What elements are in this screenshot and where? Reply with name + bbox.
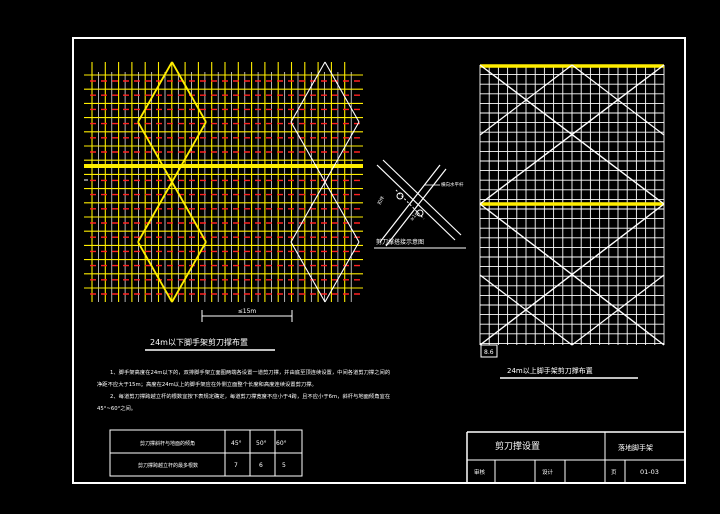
bracing-diagonal [171,121,207,183]
detail-title: 剪刀撑搭接示意图 [376,238,424,246]
bracing-diagonal [324,181,360,243]
clamp-1-icon [396,192,404,200]
table-row1-value-1: 45° [231,440,242,447]
right-plan-title: 24m以上脚手架剪刀撑布置 [507,366,593,375]
bracing-diagonal [171,241,207,303]
bracing-diagonal [479,64,665,205]
note-line-1: 1、脚手架高度在24m以下的，双排脚手架立面图两端各设置一道剪刀撑，并由底至顶连… [110,368,390,376]
title-block-title: 剪刀撑设置 [495,440,540,452]
bracing-diagonal [479,274,573,346]
note-line-4: 45°~60°之间。 [97,404,136,412]
table-row2-label: 剪刀撑跨越立杆的最多根数 [138,462,198,469]
sheet-border [72,37,686,484]
detail-label-clamp: 扣件 [376,194,387,206]
left-scaffold-elevation [84,61,363,303]
table-row2-value-2: 6 [259,462,263,469]
table-row2-value-1: 7 [234,462,238,469]
left-dimension-text: ≤15m [238,308,257,315]
right-corner-box [480,344,498,358]
bracing-diagonal [290,181,326,243]
table-row2-value-3: 5 [282,462,286,469]
note-line-3: 2、每道剪刀撑跨越立杆的根数宜按下表规定确定，每道剪刀撑宽度不应小于4跨，且不应… [110,392,390,400]
table-row1-label: 剪刀撑斜杆与地面的倾角 [140,440,195,447]
bracing-diagonal [137,241,173,303]
bracing-diagonal [324,121,360,183]
bracing-diagonal [324,241,360,303]
lap-detail-sketch: 横向水平杆 扣件 ≥1m [376,159,464,247]
angle-table: 剪刀撑斜杆与地面的倾角 45° 50° 60° 剪刀撑跨越立杆的最多根数 7 6… [109,429,303,477]
bracing-diagonal [137,121,173,183]
left-plan-title: 24m以下脚手架剪刀撑布置 [150,337,248,347]
bracing-diagonal [479,64,573,136]
notes: 1、脚手架高度在24m以下的，双排脚手架立面图两端各设置一道剪刀撑，并由底至顶连… [97,368,390,412]
title-block-design: 设计 [542,468,554,476]
detail-label-length: ≥1m [409,210,421,222]
bracing-diagonal [137,181,173,243]
bracing-diagonal [171,181,207,243]
clamp-2-icon [416,209,424,217]
table-row1-value-3: 60° [276,440,287,447]
bracing-diagonal [571,274,665,346]
right-corner-label: 8.6 [484,349,494,356]
bracing-diagonal [290,61,326,123]
title-block: 剪刀撑设置 落地脚手架 审核 设计 页 01-03 [466,431,685,483]
bracing-diagonal [137,61,173,123]
right-scaffold-elevation [479,64,665,346]
bracing-diagonal [171,61,207,123]
bracing-diagonal [290,121,326,183]
title-block-review: 审核 [474,468,486,476]
detail-label-crossbar: 横向水平杆 [441,181,464,188]
bracing-diagonal [479,203,665,346]
title-block-page-number: 01-03 [640,468,659,476]
table-row1-value-2: 50° [256,440,267,447]
title-block-page-label: 页 [611,469,617,476]
note-line-2: 净距不应大于15m；高度在24m以上的脚手架应在外侧立面整个长度和高度连续设置剪… [97,380,317,388]
bracing-diagonal [290,241,326,303]
left-dimension: ≤15m [201,308,293,322]
title-block-project: 落地脚手架 [618,443,653,452]
bracing-diagonal [324,61,360,123]
bracing-diagonal [571,64,665,136]
